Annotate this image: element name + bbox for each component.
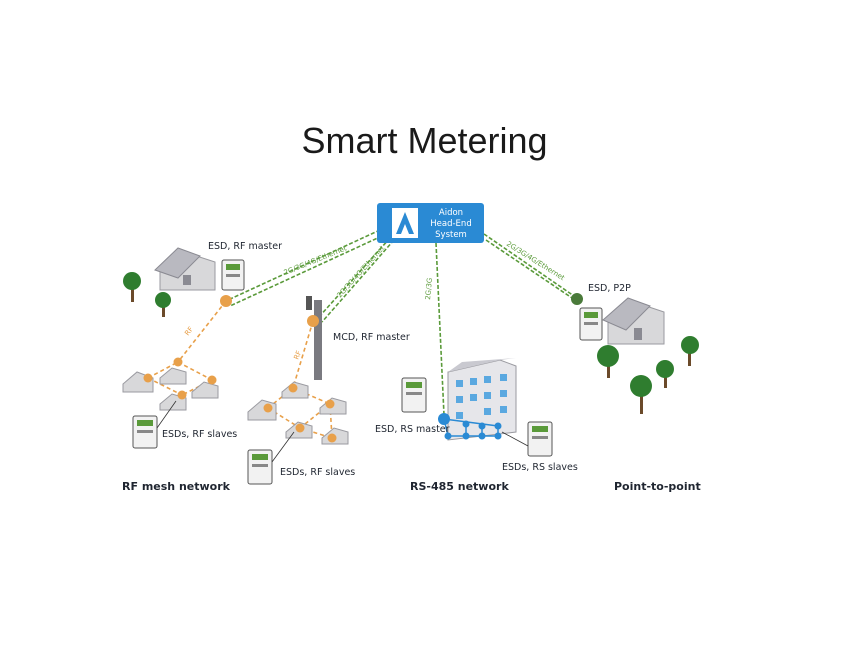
head-end-line3: System bbox=[435, 230, 467, 240]
link-rs485 bbox=[435, 242, 445, 416]
label-esds-rf-slaves-2: ESDs, RF slaves bbox=[280, 467, 355, 478]
rf-nodes-mid bbox=[263, 383, 337, 443]
cellular-links bbox=[227, 229, 579, 416]
tree-icon bbox=[155, 292, 171, 317]
rf-label-b: RF bbox=[292, 350, 303, 361]
tree-icon bbox=[123, 272, 141, 302]
label-esd-rs-master: ESD, RS master bbox=[375, 424, 450, 435]
network-title-rs485: RS-485 network bbox=[410, 480, 509, 493]
link-label-rf-master: 2G/3G/4G/Ethernet bbox=[283, 244, 348, 277]
link-label-p2p: 2G/3G/4G/Ethernet bbox=[505, 240, 566, 282]
label-esd-p2p: ESD, P2P bbox=[588, 283, 631, 294]
rs485-nodes bbox=[438, 413, 502, 440]
meter-icon bbox=[401, 377, 427, 413]
network-title-p2p: Point-to-point bbox=[614, 480, 701, 493]
house-cluster-left bbox=[122, 367, 219, 411]
meter-icon bbox=[221, 259, 245, 291]
aidon-logo-icon bbox=[396, 212, 414, 234]
rf-label-a: RF bbox=[183, 325, 195, 337]
rf-nodes-left bbox=[143, 295, 232, 400]
label-esd-rf-master: ESD, RF master bbox=[208, 241, 282, 252]
link-p2p bbox=[483, 233, 575, 297]
house-icon bbox=[602, 297, 665, 345]
head-end-line2: Head-End bbox=[430, 219, 471, 229]
apartment-building-icon bbox=[447, 358, 517, 441]
link-rf-master bbox=[227, 229, 381, 301]
head-end-line1: Aidon bbox=[439, 208, 463, 218]
label-esds-rf-slaves-1: ESDs, RF slaves bbox=[162, 429, 237, 440]
p2p-node bbox=[571, 293, 583, 305]
label-mcd-rf-master: MCD, RF master bbox=[333, 332, 410, 343]
head-end-system: Aidon Head-End System bbox=[377, 203, 484, 243]
house-icon bbox=[154, 247, 216, 291]
trees-right bbox=[597, 336, 699, 414]
meter-icon bbox=[579, 307, 603, 341]
label-esds-rs-slaves: ESDs, RS slaves bbox=[502, 462, 578, 473]
rf-links-mid bbox=[267, 320, 333, 439]
meter-icon bbox=[247, 449, 273, 485]
meter-icon bbox=[132, 415, 158, 449]
meter-icon bbox=[527, 421, 553, 457]
network-title-rf-mesh: RF mesh network bbox=[122, 480, 231, 493]
link-label-rs485: 2G/3G bbox=[424, 277, 434, 300]
page-title: Smart Metering bbox=[301, 120, 548, 161]
